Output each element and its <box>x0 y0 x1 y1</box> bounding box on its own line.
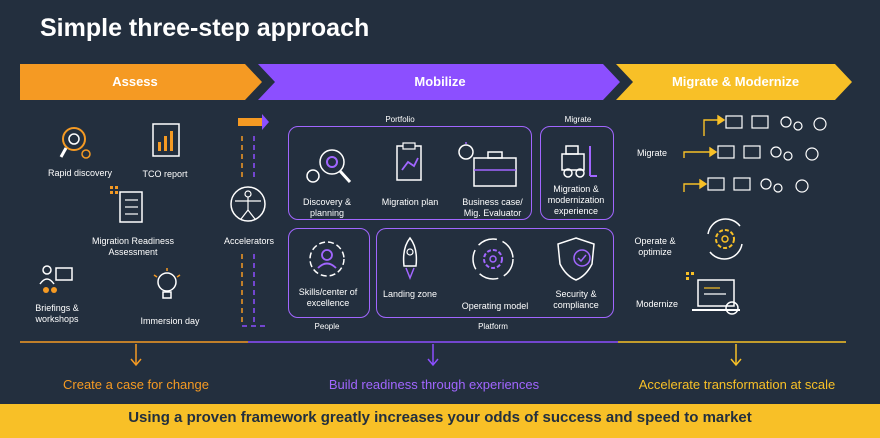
assess-chevron <box>20 64 262 100</box>
portfolio-label: Portfolio <box>385 115 415 124</box>
rapid-discovery-label: Rapid discovery <box>47 168 113 178</box>
assess-caption: Create a case for change <box>63 377 209 392</box>
optimize-gear-icon <box>707 218 743 260</box>
clipboard-icon <box>396 142 422 181</box>
migration-modernization-label: Migration & modernization experience <box>547 184 605 216</box>
migration-plan-label: Migration plan <box>381 197 439 207</box>
magnifier-icon <box>59 127 91 159</box>
operating-gear-icon <box>472 238 514 280</box>
rocket-icon <box>402 236 418 281</box>
migrate-chevron <box>616 64 852 100</box>
gear-search-icon <box>306 149 352 184</box>
immersion-day-label: Immersion day <box>140 316 200 326</box>
checklist-icon <box>110 186 143 223</box>
phase-assess-label: Assess <box>112 74 158 89</box>
accelerator-rail <box>238 114 269 327</box>
tco-report-label: TCO report <box>142 169 188 179</box>
platform-box <box>376 228 614 318</box>
migration-readiness-label: Migration Readiness Assessment <box>91 236 175 257</box>
briefcase-icon <box>458 142 517 187</box>
landing-zone-label: Landing zone <box>382 289 438 299</box>
laptop-code-icon <box>686 272 740 315</box>
forklift-icon <box>561 145 597 178</box>
operating-model-label: Operating model <box>461 301 529 311</box>
modernize-label: Modernize <box>635 299 679 309</box>
lightbulb-icon <box>153 268 181 299</box>
migrate-caption: Accelerate transformation at scale <box>638 377 836 392</box>
vitruvian-icon <box>230 186 266 222</box>
mobilize-caption: Build readiness through experiences <box>328 377 540 392</box>
people-label: People <box>314 322 340 331</box>
shield-icon <box>557 237 595 281</box>
footer-text: Using a proven framework greatly increas… <box>128 409 752 426</box>
people-box <box>288 228 370 318</box>
phase-migrate-label: Migrate & Modernize <box>671 74 800 89</box>
business-case-label: Business case/ Mig. Evaluator <box>462 197 523 218</box>
outcome-arrows <box>20 341 846 367</box>
operate-label: Operate & optimize <box>634 236 676 257</box>
accelerators-label: Accelerators <box>223 236 275 246</box>
platform-label: Platform <box>478 322 508 331</box>
migrate-box-label: Migrate <box>564 115 592 124</box>
workshop-icon <box>39 265 73 293</box>
briefings-label: Briefings & workshops <box>35 303 79 324</box>
phase-chevrons <box>20 64 852 100</box>
migrate-box <box>540 126 614 220</box>
migrate-row-label: Migrate <box>636 148 667 158</box>
phase-mobilize-label: Mobilize <box>414 74 466 89</box>
footer-bar <box>0 404 880 438</box>
mobilize-chevron <box>258 64 620 100</box>
page-title: Simple three-step approach <box>40 14 370 42</box>
gear-person-icon <box>309 241 345 277</box>
discovery-planning-label: Discovery & planning <box>302 197 351 218</box>
migration-flows-icon <box>683 114 827 193</box>
skills-label: Skills/center of excellence <box>298 287 358 308</box>
portfolio-box <box>288 126 532 220</box>
report-icon <box>152 123 180 157</box>
security-label: Security & compliance <box>553 289 599 310</box>
